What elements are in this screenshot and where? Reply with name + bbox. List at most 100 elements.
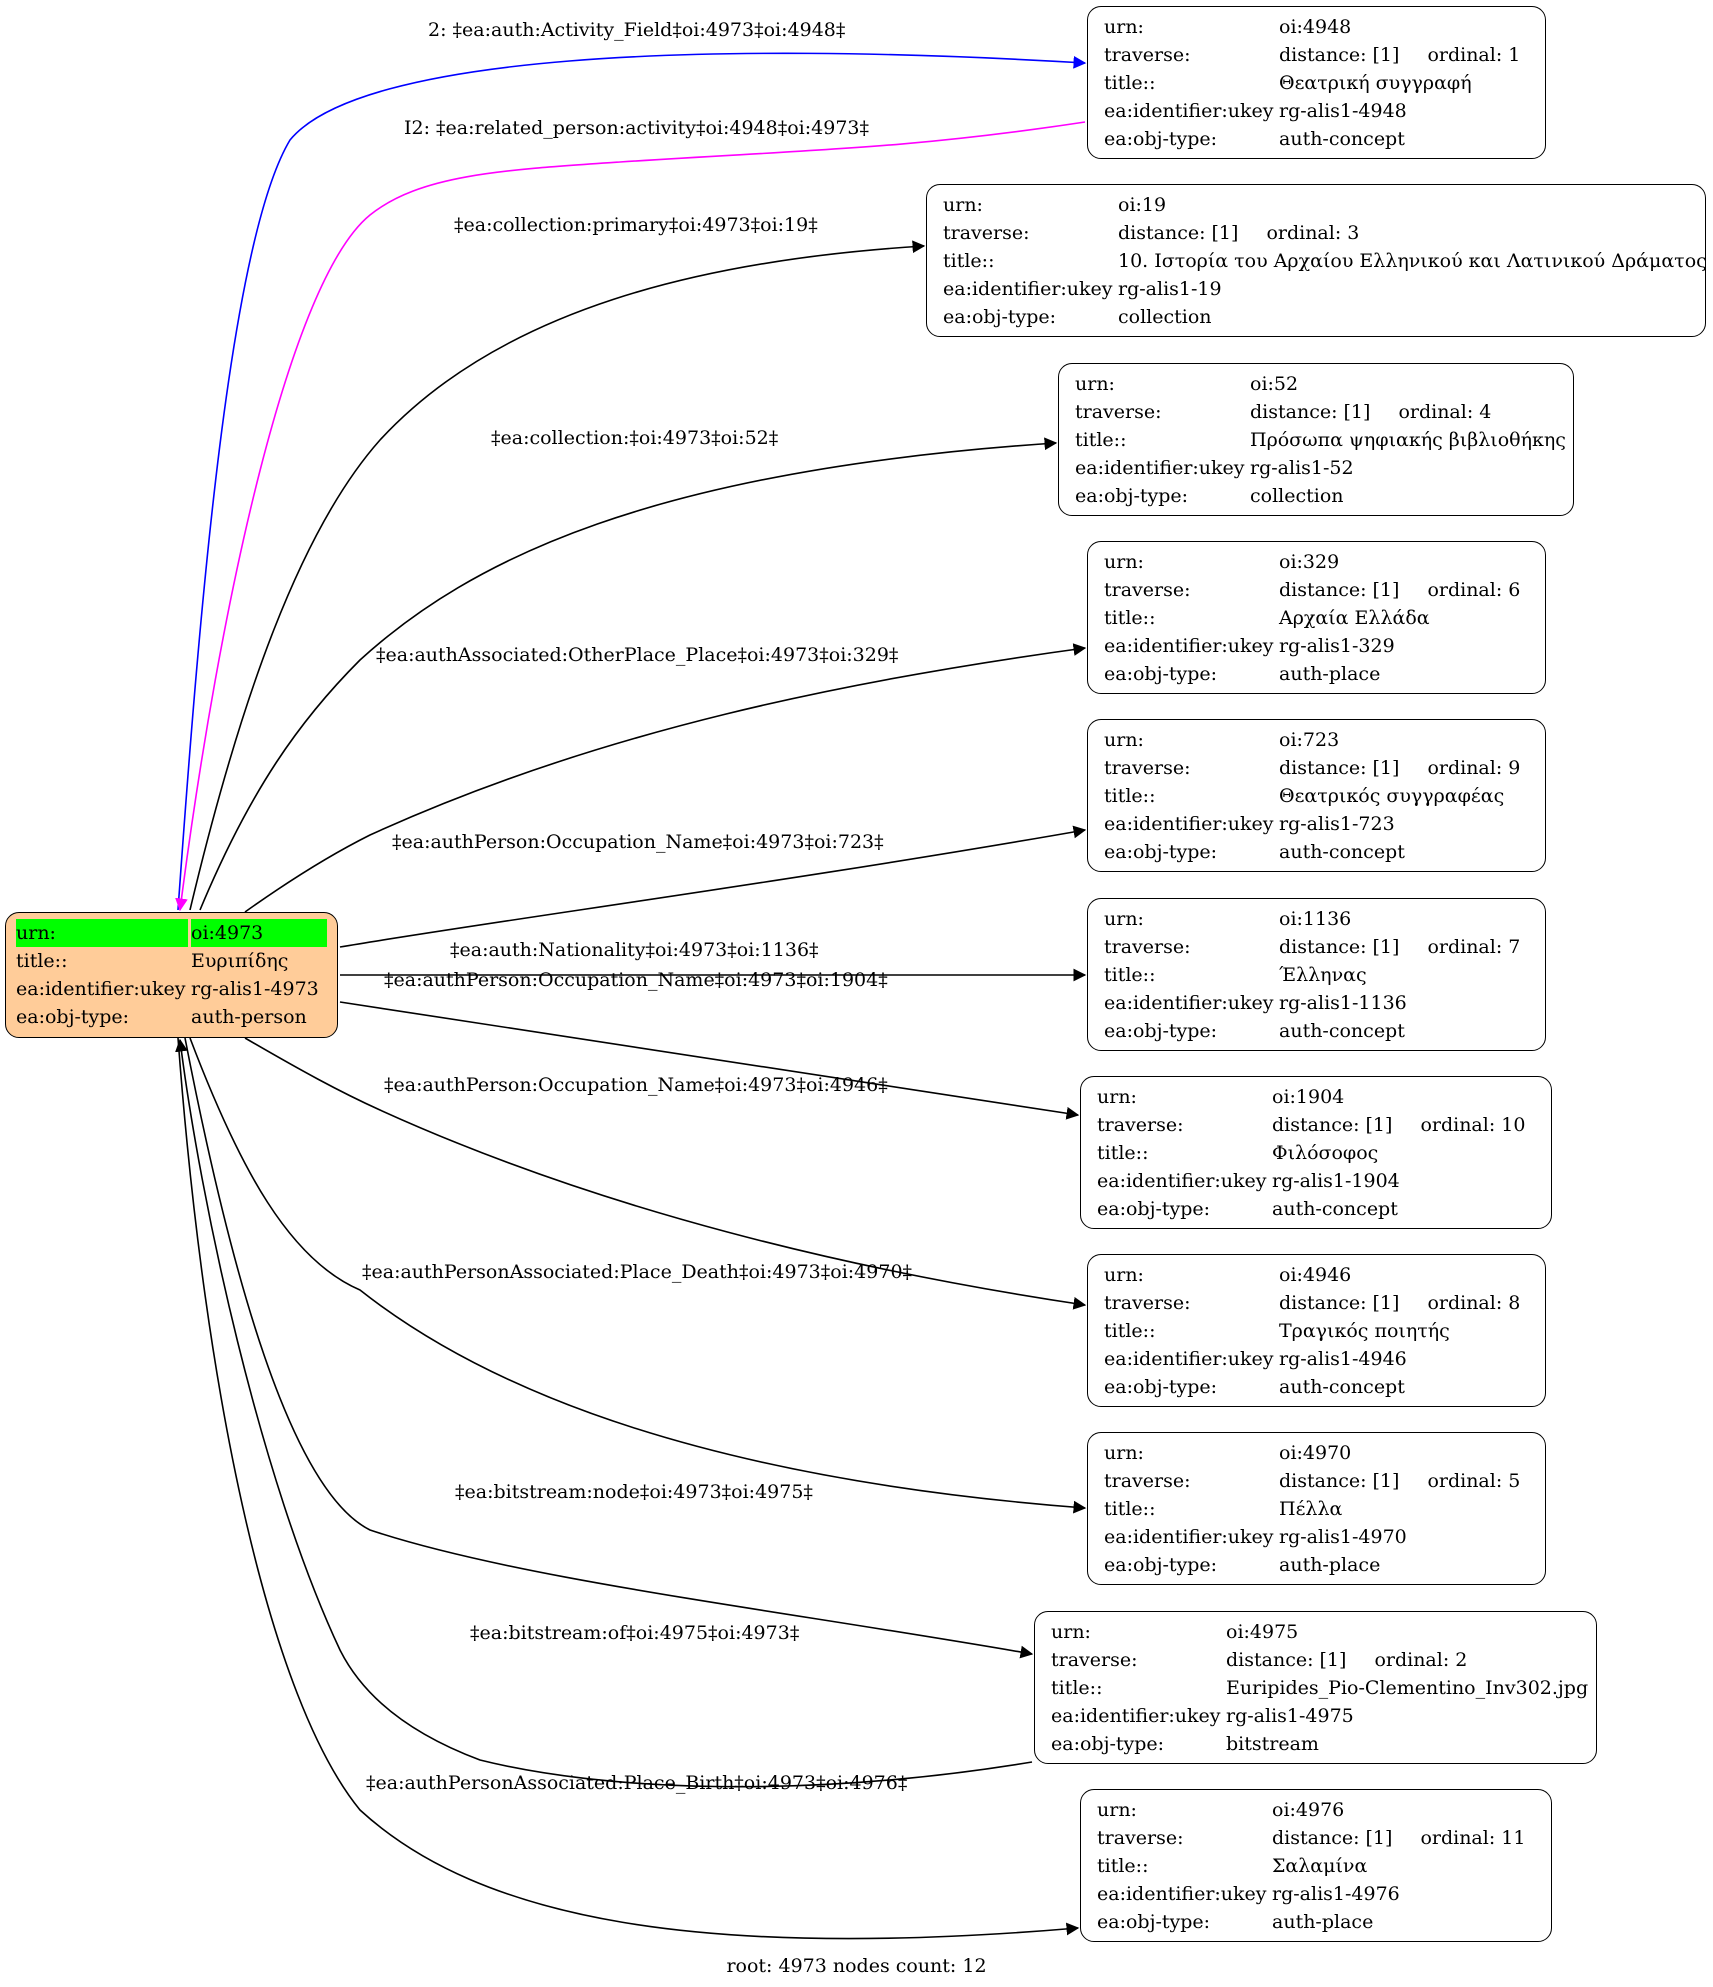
node-title-value: Τραγικός ποιητής [1279, 1320, 1450, 1342]
node-urn-label: urn: [1104, 729, 1144, 751]
edge-label-6: ‡ea:authPerson:Occupation_Name‡oi:4973‡o… [392, 831, 884, 853]
node-title-label: title:: [1104, 964, 1156, 986]
node-title-row: title::Πέλλα [1104, 1495, 1529, 1523]
node-type-value: collection [1250, 485, 1344, 507]
node-ordinal-value: ordinal: 1 [1427, 44, 1521, 66]
node-type-row: ea:obj-type:auth-place [1097, 1908, 1535, 1936]
node-title-row: title::Τραγικός ποιητής [1104, 1317, 1529, 1345]
edge-line-13[interactable] [177, 1037, 1080, 1940]
node-type-label: ea:obj-type: [1051, 1733, 1165, 1755]
root-node[interactable]: urn: oi:4973 title:: Ευριπίδης ea:identi… [5, 912, 338, 1038]
node-type-value: auth-concept [1279, 128, 1405, 150]
node-urn-row: urn:oi:329 [1104, 548, 1529, 576]
node-traverse-label: traverse: [1097, 1827, 1184, 1849]
graph-footer: root: 4973 nodes count: 12 [726, 1955, 987, 1977]
node-urn-label: urn: [1075, 373, 1115, 395]
edge-line-9[interactable] [244, 1037, 1087, 1310]
node-urn-label: urn: [1097, 1086, 1137, 1108]
node-urn-row: urn:oi:4970 [1104, 1439, 1529, 1467]
node-distance-value: distance: [1] [1279, 936, 1400, 958]
root-ukey-row: ea:identifier:ukey rg-alis1-4973 [16, 975, 327, 1003]
node-urn-value: oi:329 [1279, 551, 1340, 573]
edge-line-1[interactable] [177, 52, 1087, 911]
node-type-value: auth-concept [1279, 841, 1405, 863]
edge-label-13: ‡ea:authPersonAssociated:Place_Birth‡oi:… [366, 1772, 908, 1794]
node-title-row: title::Σαλαμίνα [1097, 1852, 1535, 1880]
node-ukey-value: rg-alis1-4948 [1279, 100, 1407, 122]
root-urn-label: urn: [16, 919, 191, 947]
node-urn-value: oi:1904 [1272, 1086, 1345, 1108]
node-type-row: ea:obj-type:auth-concept [1104, 838, 1529, 866]
node-ukey-value: rg-alis1-1904 [1272, 1170, 1400, 1192]
node-traverse-label: traverse: [1104, 579, 1191, 601]
node-urn-row: urn:oi:723 [1104, 726, 1529, 754]
node-title-label: title:: [1104, 785, 1156, 807]
edge-line-12[interactable] [175, 1038, 1033, 1788]
node-title-value: Θεατρικός συγγραφέας [1279, 785, 1505, 807]
node-traverse-label: traverse: [1104, 936, 1191, 958]
node-ukey-label: ea:identifier:ukey [1104, 1348, 1274, 1370]
node-traverse-label: traverse: [1104, 1470, 1191, 1492]
node-ukey-value: rg-alis1-4975 [1226, 1705, 1354, 1727]
node-ordinal-value: ordinal: 4 [1398, 401, 1492, 423]
edge-line-10[interactable] [189, 1037, 1087, 1514]
node-urn-label: urn: [943, 194, 983, 216]
node-title-row: title::Αρχαία Ελλάδα [1104, 604, 1529, 632]
node-urn-label: urn: [1051, 1621, 1091, 1643]
edge-label-11: ‡ea:bitstream:node‡oi:4973‡oi:4975‡ [455, 1481, 813, 1503]
edge-label-3: ‡ea:collection:primary‡oi:4973‡oi:19‡ [454, 214, 818, 236]
node-type-label: ea:obj-type: [1097, 1198, 1211, 1220]
node-urn-label: urn: [1104, 908, 1144, 930]
node-traverse-label: traverse: [1104, 757, 1191, 779]
node-ukey-label: ea:identifier:ukey [1075, 457, 1245, 479]
edge-line-3[interactable] [189, 240, 926, 911]
node-title-value: Έλληνας [1279, 964, 1367, 986]
edge-line-2[interactable] [175, 121, 1086, 912]
node-type-value: auth-place [1279, 1554, 1381, 1576]
node-title-label: title:: [1097, 1855, 1149, 1877]
node-ordinal-value: ordinal: 5 [1427, 1470, 1521, 1492]
node-urn-value: oi:19 [1118, 194, 1167, 216]
node-traverse-row: traverse:distance: [1]ordinal: 6 [1104, 576, 1529, 604]
node-distance-value: distance: [1] [1279, 757, 1400, 779]
node-title-row: title::10. Ιστορία του Αρχαίου Ελληνικού… [943, 247, 1707, 275]
node-urn-value: oi:4970 [1279, 1442, 1352, 1464]
node-title-value: Θεατρική συγγραφή [1279, 72, 1472, 94]
node-ukey-value: rg-alis1-19 [1118, 278, 1222, 300]
node-traverse-row: traverse:distance: [1]ordinal: 7 [1104, 933, 1529, 961]
edge-line-11[interactable] [184, 1037, 1034, 1659]
node-title-value: Πρόσωπα ψηφιακής βιβλιοθήκης [1250, 429, 1566, 451]
edge-line-6[interactable] [339, 825, 1087, 948]
node-traverse-row: traverse:distance: [1]ordinal: 11 [1097, 1824, 1535, 1852]
edge-line-5[interactable] [244, 643, 1087, 913]
node-type-label: ea:obj-type: [1104, 1554, 1218, 1576]
node-type-label: ea:obj-type: [943, 306, 1057, 328]
node-type-value: auth-concept [1279, 1376, 1405, 1398]
root-ukey-label: ea:identifier:ukey [16, 978, 186, 1000]
node-urn-row: urn:oi:4948 [1104, 13, 1529, 41]
node-type-row: ea:obj-type:auth-place [1104, 660, 1529, 688]
edge-line-4[interactable] [199, 437, 1058, 911]
node-title-value: Αρχαία Ελλάδα [1279, 607, 1430, 629]
node-urn-label: urn: [1104, 1264, 1144, 1286]
node-title-label: title:: [1104, 1320, 1156, 1342]
edge-line-8[interactable] [339, 1001, 1080, 1120]
node-traverse-label: traverse: [1104, 1292, 1191, 1314]
node-title-row: title::Θεατρικός συγγραφέας [1104, 782, 1529, 810]
